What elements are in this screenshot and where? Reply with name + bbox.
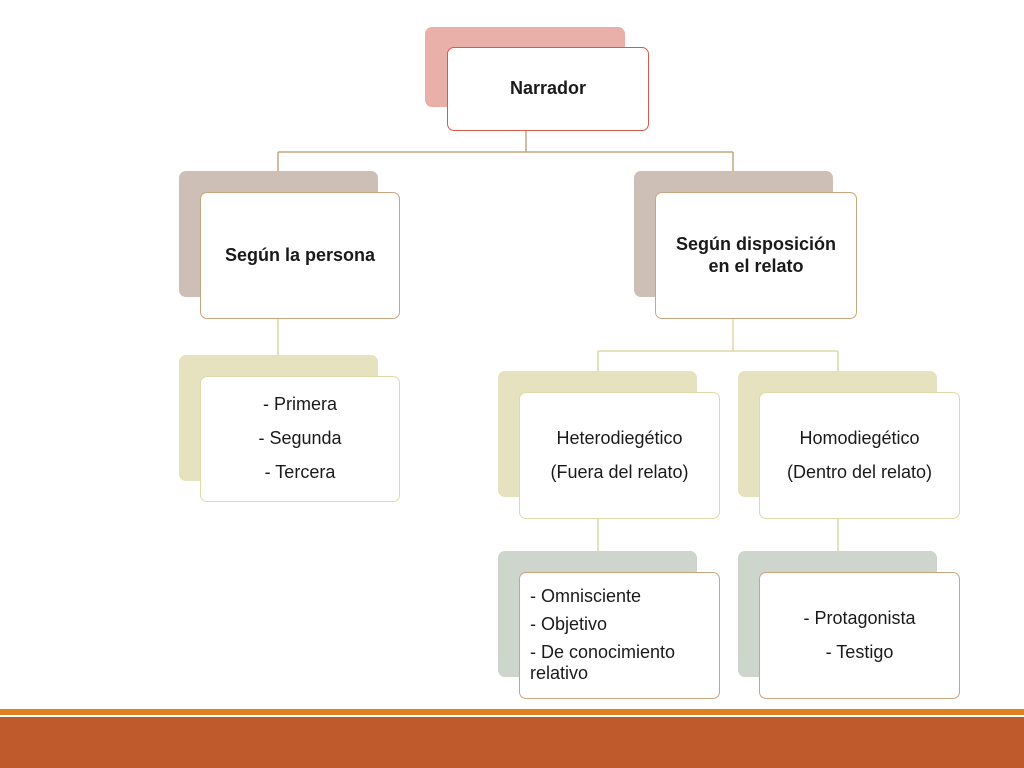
persona-item-segunda: - Segunda	[258, 428, 342, 449]
node-homodiegetico-line-2: (Dentro del relato)	[786, 461, 933, 482]
node-hetero-tipos-card: - Omnisciente - Objetivo - De conocimien…	[519, 572, 720, 699]
hetero-item-objetivo: - Objetivo	[530, 613, 608, 634]
node-narrador-label: Narrador	[509, 78, 587, 99]
hetero-item-conocimiento-relativo: - De conocimiento relativo	[530, 641, 676, 684]
node-segun-disposicion-line-1: Según disposición	[675, 233, 836, 254]
homo-item-testigo: - Testigo	[825, 641, 894, 662]
connector-disposicion-children	[597, 318, 839, 373]
node-personas-card: - Primera - Segunda - Tercera	[200, 376, 400, 502]
node-segun-disposicion-card: Según disposición en el relato	[655, 192, 857, 319]
hetero-item-omnisciente: - Omnisciente	[530, 585, 642, 606]
persona-item-primera: - Primera	[262, 394, 337, 415]
node-narrador-card: Narrador	[447, 47, 649, 131]
node-homodiegetico-card: Homodiegético (Dentro del relato)	[759, 392, 960, 519]
connector-root-children	[277, 110, 734, 172]
footer-bar	[0, 717, 1024, 768]
node-segun-persona-card: Según la persona	[200, 192, 400, 319]
node-heterodiegetico-line-1: Heterodiegético	[556, 427, 683, 448]
node-heterodiegetico-line-2: (Fuera del relato)	[550, 461, 689, 482]
node-homodiegetico-line-1: Homodiegético	[799, 427, 920, 448]
persona-item-tercera: - Tercera	[264, 461, 336, 482]
node-segun-persona-label: Según la persona	[224, 244, 376, 265]
homo-item-protagonista: - Protagonista	[803, 607, 916, 628]
node-homo-tipos-card: - Protagonista - Testigo	[759, 572, 960, 699]
node-heterodiegetico-card: Heterodiegético (Fuera del relato)	[519, 392, 720, 519]
footer-accent-line	[0, 709, 1024, 715]
node-segun-disposicion-line-2: en el relato	[708, 255, 804, 276]
